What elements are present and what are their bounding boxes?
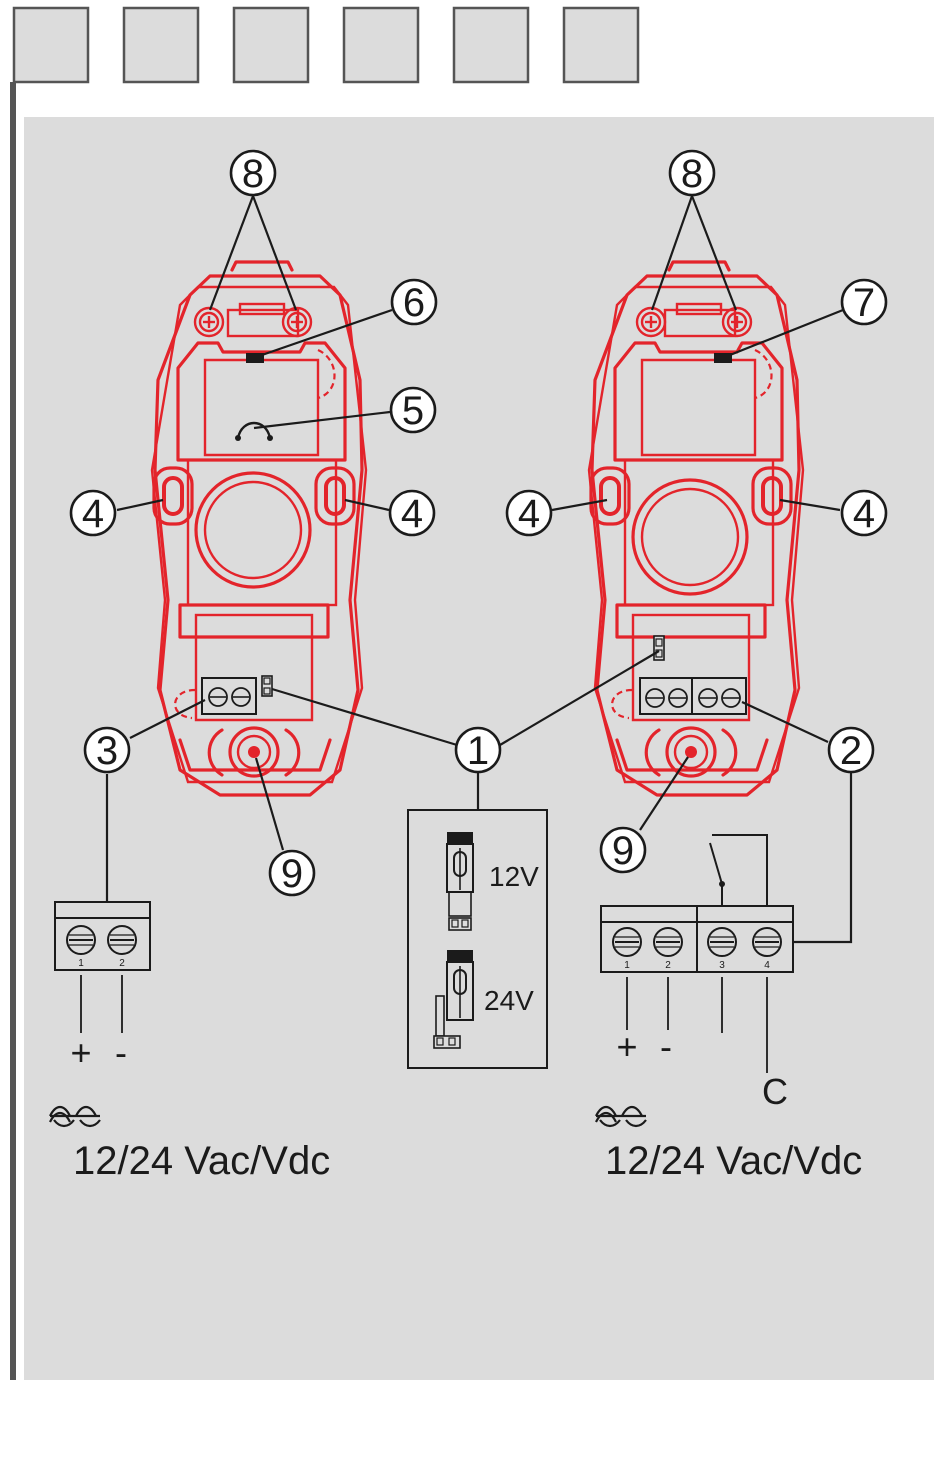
jumper-12v-icon [447,832,473,930]
svg-text:2: 2 [665,960,671,971]
callout-mount-hole-3: 4 [507,491,551,536]
label-24v: 24V [484,985,534,1016]
svg-text:6: 6 [403,281,425,325]
svg-text:4: 4 [82,492,104,536]
screw-icon [637,308,665,336]
svg-text:4: 4 [853,492,875,536]
tab-4[interactable] [344,8,418,82]
svg-text:8: 8 [681,152,703,196]
svg-text:2: 2 [840,729,862,773]
svg-text:1: 1 [624,960,630,971]
tab-3[interactable] [234,8,308,82]
callout-lens-right: 9 [601,828,645,873]
screw-icon [723,308,751,336]
callout-tamper: 5 [391,388,435,433]
svg-text:4: 4 [764,960,770,971]
svg-text:9: 9 [281,852,303,896]
label-12v: 12V [489,861,539,892]
led-indicator [714,353,732,363]
tab-1[interactable] [14,8,88,82]
svg-text:8: 8 [242,152,264,196]
header-tabs [14,8,638,82]
tab-6[interactable] [564,8,638,82]
callout-mount-hole-4: 4 [842,491,886,536]
svg-text:3: 3 [96,729,118,773]
callout-led-tx: 6 [392,280,436,325]
plus-label: + [70,1032,91,1073]
callout-relay-terminal: 2 [829,728,873,773]
svg-text:9: 9 [612,829,634,873]
minus-label: - [660,1026,672,1067]
callout-power-terminal: 3 [85,728,129,773]
svg-text:2: 2 [119,958,125,969]
tab-5[interactable] [454,8,528,82]
callout-screw-left: 8 [231,151,275,196]
tab-2[interactable] [124,8,198,82]
callout-led-rx: 7 [842,280,886,325]
plus-label: + [616,1026,637,1067]
svg-text:5: 5 [402,389,424,433]
svg-text:3: 3 [719,960,725,971]
led-indicator [246,353,264,363]
callout-mount-hole-2: 4 [390,491,434,536]
screw-icon [283,308,311,336]
svg-text:7: 7 [853,281,875,325]
callout-lens-left: 9 [270,851,314,896]
side-rail [10,82,16,1380]
minus-label: - [115,1032,127,1073]
svg-text:4: 4 [401,492,423,536]
common-label: C [762,1071,788,1112]
svg-text:1: 1 [78,958,84,969]
svg-text:1: 1 [467,729,489,773]
screw-icon [195,308,223,336]
callout-mount-hole-1: 4 [71,491,115,536]
left-supply-label: 12/24 Vac/Vdc [73,1139,330,1183]
callout-screw-right: 8 [670,151,714,196]
svg-text:4: 4 [518,492,540,536]
callout-jumper: 1 [456,728,500,773]
right-supply-label: 12/24 Vac/Vdc [605,1139,862,1183]
